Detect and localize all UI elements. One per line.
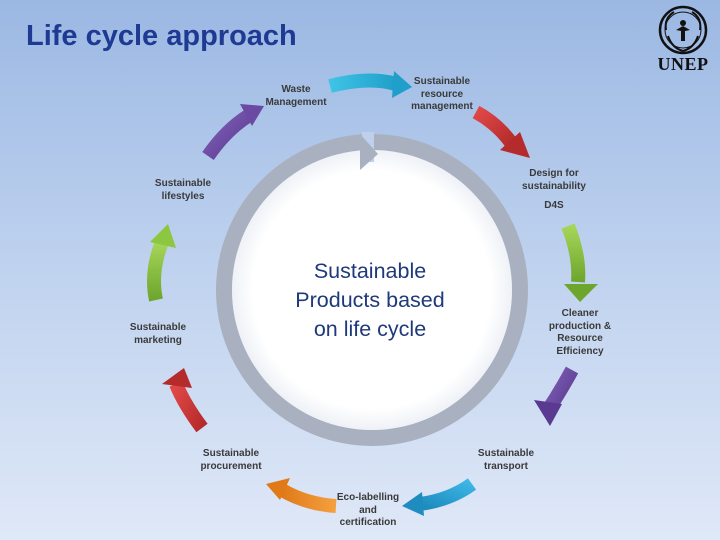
stage-label-d4s: D4S [544,200,564,211]
stage-label-eco-labelling: Eco-labelling and certification [336,492,400,528]
logo-text: UNEP [657,54,709,74]
arrow-design-to-cleaner [561,223,598,302]
unep-emblem-icon [658,5,708,55]
ring-arrowhead-icon [360,134,378,170]
arrow-cleaner-to-transport [534,366,579,426]
stage-label-resource-management: Sustainable resource management [411,76,473,112]
stage-label-cleaner-production: Cleaner production & Resource Efficiency [548,308,612,357]
stage-label-sustainable-lifestyles: Sustainable lifestyles [154,178,212,202]
center-circle [232,150,512,430]
arrow-resource-to-design [472,105,530,158]
stage-label-sustainable-transport: Sustainable transport [477,448,535,472]
stage-label-sustainable-marketing: Sustainable marketing [129,322,187,346]
arrow-lifestyles-to-waste [202,104,264,161]
arrow-waste-to-resource [328,71,412,98]
center-text: Sustainable Products based on life cycle [295,259,445,342]
arrow-ecolabel-to-procurement [266,478,337,513]
arrow-transport-to-ecolabel [402,478,477,516]
stage-label-waste-management: Waste Management [265,84,327,108]
arrow-procurement-to-marketing [162,368,208,433]
unep-logo: UNEP [652,4,714,74]
stage-label-design-for-sustainability: Design for sustainability [522,168,586,192]
stage-label-sustainable-procurement: Sustainable procurement [200,448,262,472]
page-title: Life cycle approach [26,20,297,52]
arrow-marketing-to-lifestyles [147,224,176,302]
